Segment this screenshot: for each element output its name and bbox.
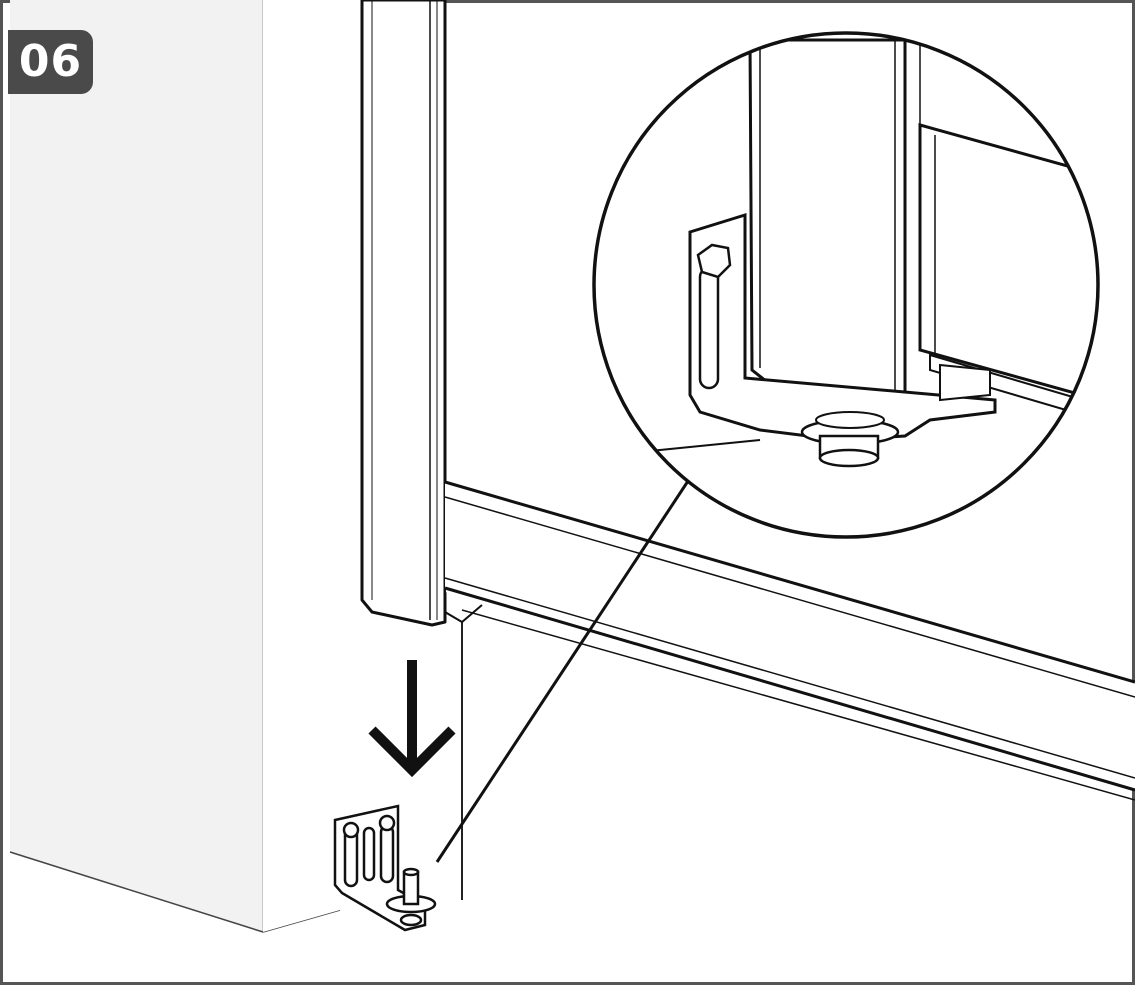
leader-line bbox=[435, 477, 692, 863]
detail-magnifier bbox=[592, 31, 1100, 539]
step-number-badge: 06 bbox=[8, 30, 93, 94]
door-bottom-rail bbox=[444, 480, 1135, 801]
hinge-bracket-icon bbox=[333, 804, 437, 932]
arrow-down-icon bbox=[368, 660, 456, 778]
door-stile bbox=[360, 0, 447, 627]
